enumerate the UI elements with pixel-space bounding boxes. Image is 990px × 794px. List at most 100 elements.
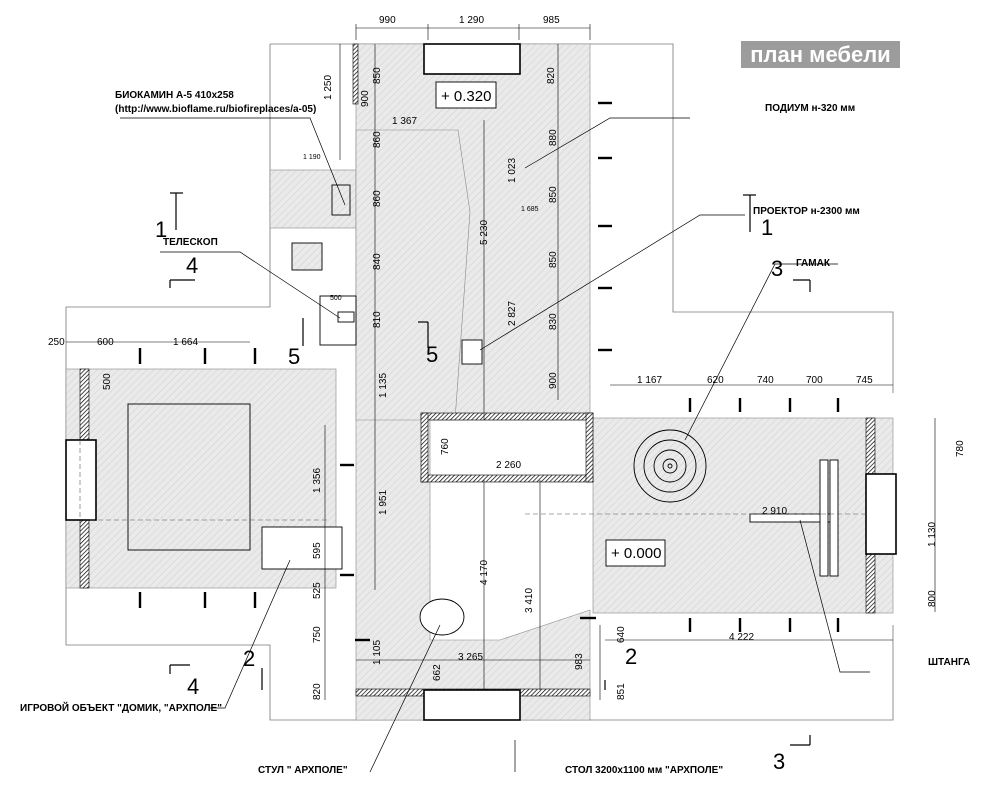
- dim-text: 1 367: [392, 116, 417, 127]
- dim-text: 1 250: [323, 75, 334, 100]
- dim-text: 1 023: [507, 158, 518, 183]
- dim-text: 640: [616, 626, 627, 643]
- window-west: [65, 439, 97, 521]
- windows: [65, 43, 897, 721]
- dim-text: 600: [97, 337, 114, 348]
- dim-text: 990: [379, 15, 396, 26]
- dim-text: 840: [372, 253, 383, 270]
- dim-text: 1 685: [521, 206, 539, 213]
- dim-text: 662: [432, 664, 443, 681]
- section-2-left: 2: [243, 646, 255, 671]
- biocamin-label: БИОКАМИН А-5 410х258: [115, 90, 234, 101]
- walkway: [355, 129, 471, 421]
- dim-text: 740: [757, 375, 774, 386]
- dim-text: 1 190: [303, 154, 321, 161]
- biocamin-zone: [269, 169, 357, 229]
- dim-text: 850: [548, 251, 559, 268]
- dim-text: 880: [548, 129, 559, 146]
- biocamin-url: (http://www.bioflame.ru/biofireplaces/a-…: [115, 104, 316, 115]
- dimension-lines: [66, 24, 936, 700]
- chair-label: СТУЛ " АРХПОЛЕ": [258, 765, 348, 776]
- dim-text: 2 260: [496, 460, 521, 471]
- side-box: [291, 242, 323, 271]
- podium-label: ПОДИУМ н-320 мм: [765, 103, 855, 114]
- furniture: [127, 81, 839, 636]
- section-5-mid: 5: [426, 342, 438, 367]
- table-label: СТОЛ 3200х1100 мм "АРХПОЛЕ": [565, 765, 723, 776]
- dim-text: 900: [548, 372, 559, 389]
- projector-label: ПРОЕКТОР н-2300 мм: [753, 206, 860, 217]
- dim-text: 860: [372, 131, 383, 148]
- floor-zones: [65, 43, 894, 721]
- plan-title: план мебели: [741, 41, 900, 68]
- section-1-left: 1: [155, 217, 167, 242]
- dim-text: 850: [372, 67, 383, 84]
- wall-ticks: [138, 101, 840, 642]
- dim-text: 820: [312, 683, 323, 700]
- telescope-label: ТЕЛЕСКОП: [163, 237, 218, 248]
- floor-level: + 0.000: [611, 545, 661, 562]
- dim-text: 700: [806, 375, 823, 386]
- dim-text: 830: [548, 313, 559, 330]
- podium-level-box: [435, 81, 497, 109]
- dim-text: 983: [574, 653, 585, 670]
- barbell-plate-1: [819, 459, 829, 577]
- dim-text: 1 135: [378, 373, 389, 398]
- dim-text: 1 130: [927, 522, 938, 547]
- dim-text: 750: [312, 626, 323, 643]
- dim-text: 780: [955, 440, 966, 457]
- dim-text: 851: [616, 683, 627, 700]
- barbell-plate-2: [829, 459, 839, 577]
- section-3-bottom: 3: [773, 749, 785, 774]
- biocamin: [331, 184, 351, 216]
- dim-text: 525: [312, 582, 323, 599]
- dim-text: 985: [543, 15, 560, 26]
- dim-text: 745: [856, 375, 873, 386]
- dim-text: 3 410: [524, 588, 535, 613]
- podium-level: + 0.320: [441, 88, 491, 105]
- section-3-top: 3: [771, 256, 783, 281]
- dim-text: 3 265: [458, 652, 483, 663]
- telescope: [337, 311, 355, 323]
- barbell-label: ШТАНГА: [928, 657, 970, 668]
- dim-text: 4 170: [479, 560, 490, 585]
- dim-text: 800: [927, 590, 938, 607]
- section-2-right: 2: [625, 644, 637, 669]
- dim-text: 850: [548, 186, 559, 203]
- dim-text: 900: [360, 90, 371, 107]
- dim-text: 2 910: [762, 506, 787, 517]
- dim-text: 1 664: [173, 337, 198, 348]
- window-east: [865, 473, 897, 555]
- play-house-frame: [261, 526, 343, 570]
- dim-text: 500: [102, 373, 113, 390]
- hammock-label: ГАМАК: [796, 258, 831, 269]
- section-4-bottom: 4: [187, 674, 199, 699]
- hidden-lines: [79, 440, 866, 521]
- dim-text: 2 827: [507, 301, 518, 326]
- play-house-object: [127, 403, 251, 551]
- dim-text: 820: [546, 67, 557, 84]
- projector: [461, 339, 483, 365]
- dim-text: 1 951: [378, 490, 389, 515]
- dim-text: 4 222: [729, 632, 754, 643]
- dim-text: 620: [707, 375, 724, 386]
- floor-level-box: [605, 539, 666, 567]
- dim-text: 500: [330, 295, 342, 302]
- dim-text: 5 230: [479, 220, 490, 245]
- dim-text: 1 105: [372, 640, 383, 665]
- hammock: [633, 429, 707, 503]
- play-object-label: ИГРОВОЙ ОБЪЕКТ "ДОМИК, "АРХПОЛЕ": [20, 701, 222, 714]
- section-1-right: 1: [761, 215, 773, 240]
- section-4-top: 4: [186, 253, 198, 278]
- east-zone: [592, 417, 894, 614]
- telescope-frame: [319, 295, 357, 346]
- dim-text: 1 356: [312, 468, 323, 493]
- chair: [419, 598, 465, 636]
- dim-text: 250: [48, 337, 65, 348]
- section-5-left: 5: [288, 344, 300, 369]
- dim-text: 760: [440, 438, 451, 455]
- section-markers: [169, 192, 811, 746]
- dim-text: 1 290: [459, 15, 484, 26]
- vertical-dimension-texts: 1 250 850 820 900 860 880 1 023 860 850 …: [102, 67, 966, 700]
